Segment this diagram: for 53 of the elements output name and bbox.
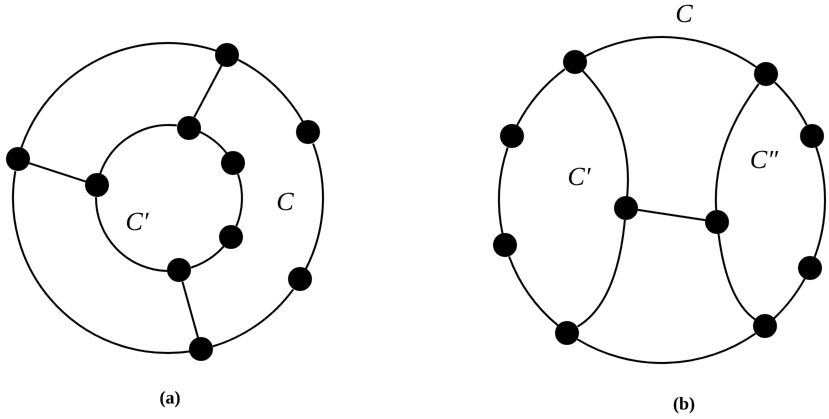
vertex-dot [493, 233, 518, 258]
graph-edge [582, 70, 629, 196]
graph-edge [577, 220, 626, 328]
graph-edge [212, 288, 294, 348]
vertex-dot [705, 210, 729, 234]
panel-label: (b) [673, 394, 695, 414]
graph-edge [576, 332, 756, 364]
graph-edge [584, 36, 757, 68]
vertex-dot [288, 267, 312, 292]
graph-edge [199, 130, 228, 154]
graph-edge [182, 282, 200, 338]
vertex-dot [85, 173, 110, 198]
vertex-dot [218, 224, 243, 249]
graph-edge [304, 143, 324, 270]
graph-edge [638, 208, 706, 222]
vertex-dot [562, 50, 587, 74]
graph-edge [95, 197, 168, 272]
graph-edge [774, 82, 808, 126]
graph-edge [714, 83, 760, 210]
vertex-dot [614, 196, 638, 220]
cycle-label: C″ [750, 145, 778, 175]
vertex-dot [555, 320, 580, 345]
graph-edge [773, 278, 806, 320]
graph-edge [20, 42, 216, 148]
cycle-label: C [675, 0, 693, 29]
vertex-dot [296, 120, 320, 144]
graph-edge [516, 68, 566, 126]
graph-edge [238, 58, 304, 122]
graph-edge [814, 146, 826, 258]
cycle-label: C [276, 187, 294, 217]
vertex-dot [500, 124, 524, 148]
vertex-dot [800, 124, 824, 148]
vertex-dot [221, 151, 246, 176]
vertex-dot [798, 256, 822, 280]
graph-edge [508, 256, 559, 326]
vertex-dot [753, 314, 778, 338]
cycle-label: C′ [567, 162, 591, 192]
graph-edge [12, 171, 190, 354]
vertex-dot [176, 116, 201, 140]
graph-edge [99, 124, 177, 174]
panel-label: (a) [160, 388, 180, 408]
graph-edge [190, 246, 224, 269]
graph-edge [235, 174, 243, 226]
graph-edge [28, 162, 86, 183]
vertex-dot [189, 337, 214, 362]
vertex-dot [215, 42, 240, 67]
cycle-label: C′ [125, 207, 149, 237]
vertex-dot [6, 147, 30, 172]
vertex-dot [754, 62, 778, 86]
graph-edge [498, 147, 509, 234]
graph-edge [718, 234, 756, 320]
graph-edge [193, 64, 223, 118]
vertex-dot [167, 258, 192, 282]
